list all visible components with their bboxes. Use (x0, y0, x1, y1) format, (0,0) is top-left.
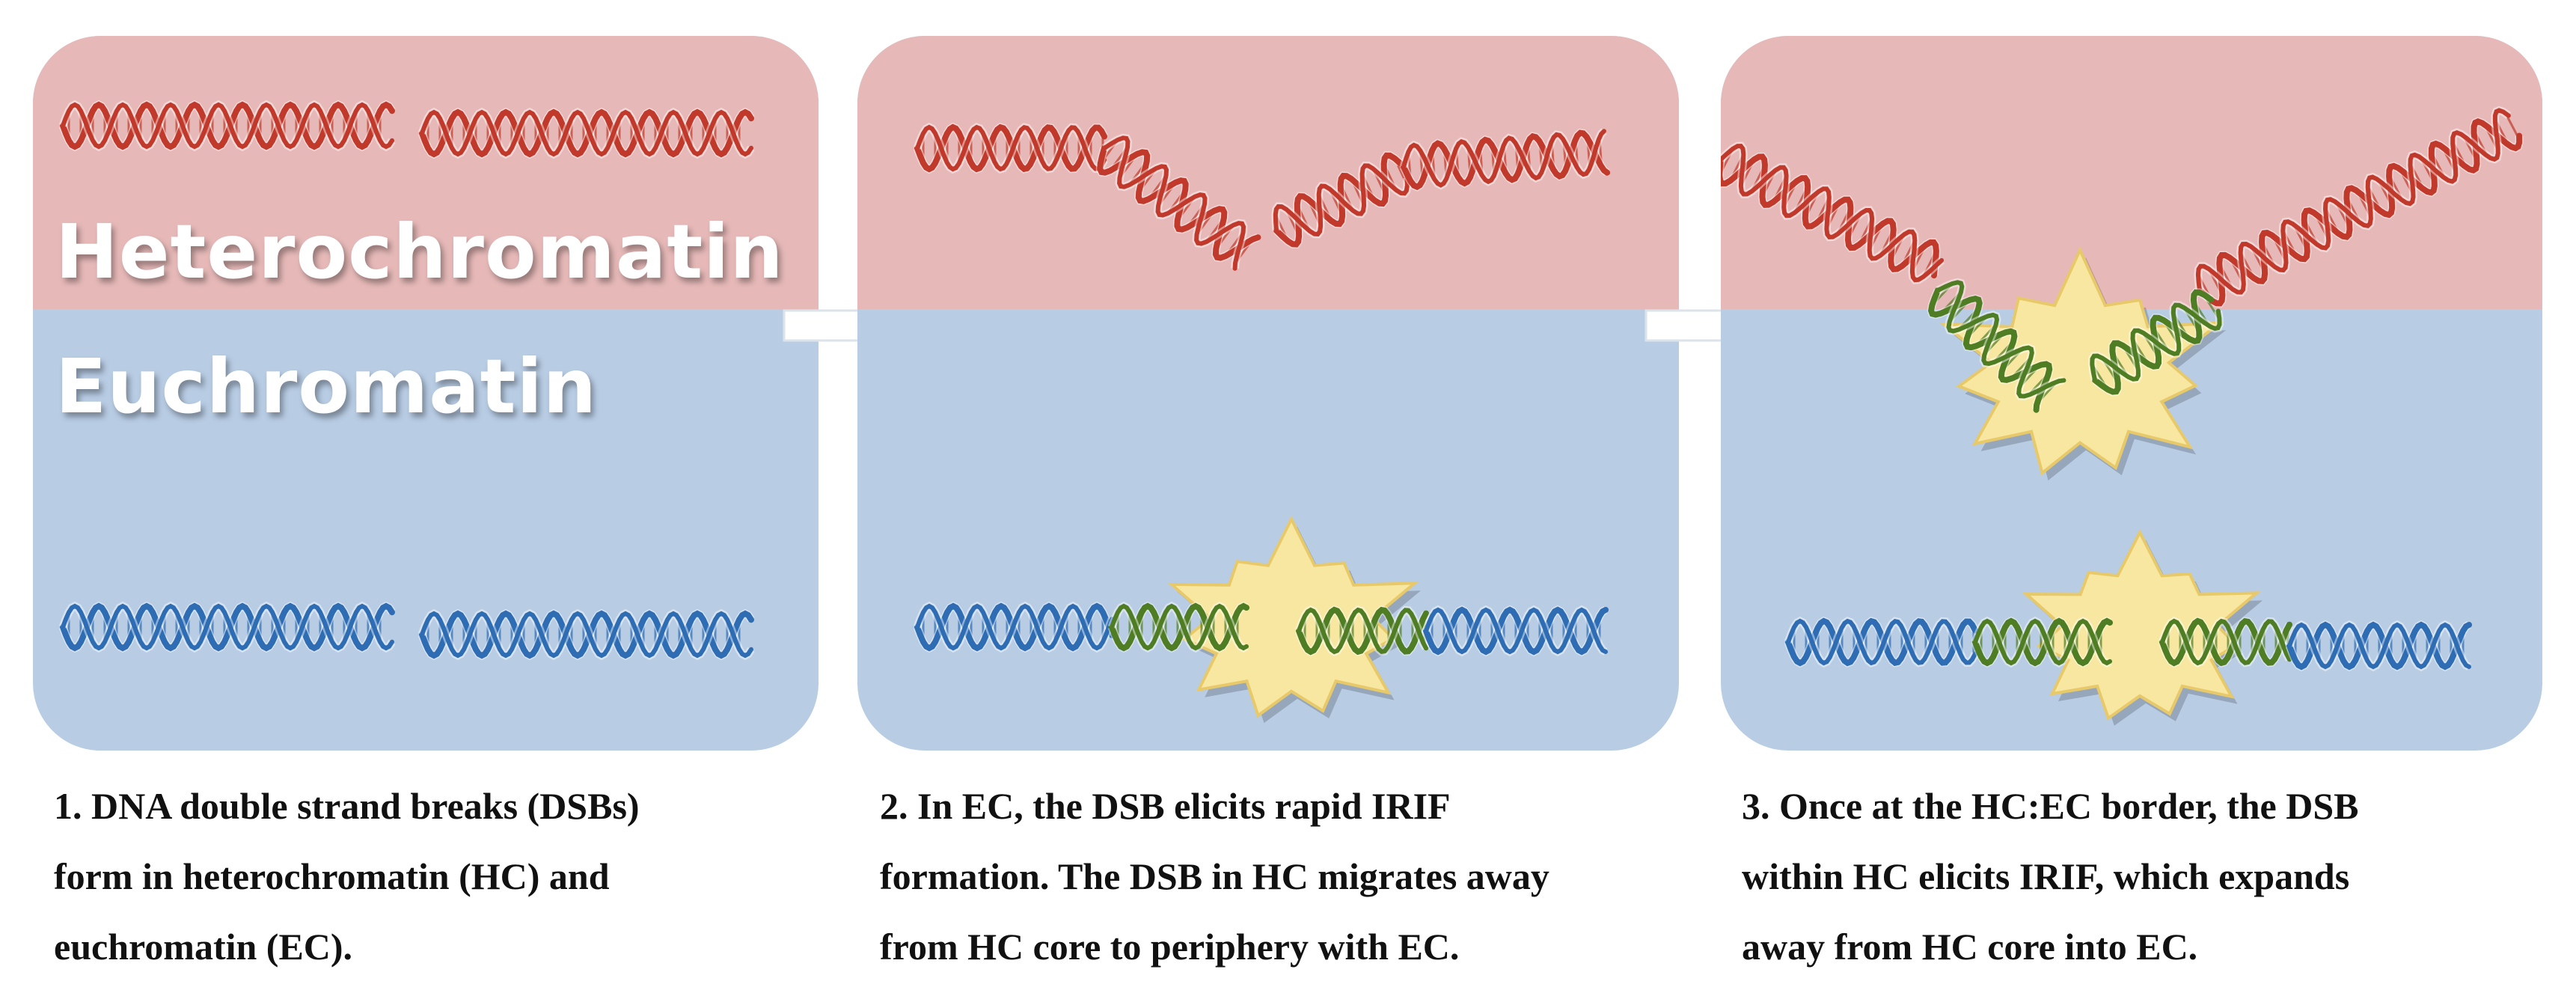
dna-helix-icon (1971, 616, 2113, 668)
dna-helix-icon (417, 107, 755, 159)
caption-line: form in heterochromatin (HC) and (54, 855, 610, 897)
caption-line: 3. Once at the HC:EC border, the DSB (1742, 785, 2359, 827)
dna-helix-icon (2087, 288, 2224, 397)
dna-helix-icon (58, 601, 396, 653)
dna-helix-icon (417, 608, 755, 661)
caption-line: away from HC core into EC. (1742, 926, 2198, 968)
panel-3 (1721, 36, 2542, 751)
panel-1-art (58, 100, 755, 661)
dna-helix-icon (1927, 278, 2066, 413)
caption-line: euchromatin (EC). (54, 926, 353, 968)
dna-helix-icon (2158, 616, 2293, 668)
panel-2 (857, 36, 1679, 751)
dna-helix-icon (1721, 141, 1945, 284)
caption-3: 3. Once at the HC:EC border, the DSB wit… (1742, 771, 2520, 982)
dna-helix-icon (1399, 128, 1611, 192)
caption-2: 2. In EC, the DSB elicits rapid IRIF for… (880, 771, 1658, 982)
dna-helix-icon (58, 100, 396, 152)
dna-helix-icon (913, 601, 1116, 653)
dna-helix-icon (913, 122, 1108, 174)
caption-line: within HC elicits IRIF, which expands (1742, 855, 2350, 897)
dna-helix-icon (1095, 133, 1261, 271)
dna-helix-icon (1784, 616, 1979, 668)
dna-helix-icon (1107, 601, 1249, 653)
euchromatin-label: Euchromatin (55, 343, 597, 430)
dna-helix-icon (2285, 620, 2472, 672)
dna-helix-icon (1422, 605, 1609, 657)
panel-1: Heterochromatin Euchromatin (33, 36, 819, 751)
panel-2-art (913, 122, 1611, 724)
caption-line: 2. In EC, the DSB elicits rapid IRIF (880, 785, 1451, 827)
heterochromatin-label: Heterochromatin (55, 208, 784, 296)
panel-3-art (1721, 106, 2524, 726)
caption-line: 1. DNA double strand breaks (DSBs) (54, 785, 640, 827)
starburst-icon (2022, 529, 2263, 726)
heterochromatin-region (33, 36, 819, 309)
caption-1: 1. DNA double strand breaks (DSBs) form … (54, 771, 832, 982)
caption-line: formation. The DSB in HC migrates away (880, 855, 1549, 897)
dna-helix-icon (2194, 106, 2524, 308)
dna-helix-icon (1271, 151, 1412, 249)
caption-line: from HC core to periphery with EC. (880, 926, 1460, 968)
dna-helix-icon (1294, 605, 1430, 657)
